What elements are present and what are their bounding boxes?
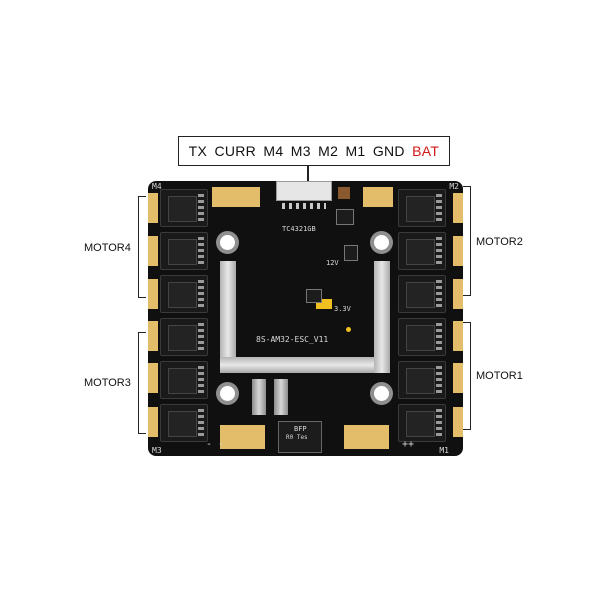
silk-bfp: BFP [294, 425, 307, 433]
jst-connector [276, 181, 332, 201]
pad-m2-b [453, 236, 463, 266]
mosfet-r1 [398, 189, 446, 227]
pad-m1-b [453, 363, 463, 393]
mosfet-l3 [160, 275, 208, 313]
connector-pins [282, 203, 326, 209]
capacitor-1 [252, 379, 266, 415]
bracket-motor4 [138, 196, 146, 298]
bus-bar-bottom [220, 357, 390, 373]
bracket-motor1 [463, 322, 471, 430]
mosfet-l4 [160, 318, 208, 356]
pin-m4-label: M4 [263, 143, 284, 159]
silk-plus: ++ [402, 439, 415, 450]
bracket-motor3 [138, 332, 146, 434]
inductor-yellow [316, 299, 332, 309]
pin-gnd-label: GND [372, 143, 405, 159]
motor4-label: MOTOR4 [84, 242, 131, 254]
pin-tx-label: TX [188, 143, 208, 159]
pad-bottom-left [220, 425, 265, 449]
pad-bottom-right [344, 425, 389, 449]
mosfet-l6 [160, 404, 208, 442]
mounting-hole-bl [220, 386, 235, 401]
capacitor-brown [338, 187, 350, 199]
pin-label-stem [307, 166, 309, 182]
mosfet-r3 [398, 275, 446, 313]
mosfet-l5 [160, 361, 208, 399]
pin-curr-label: CURR [214, 143, 257, 159]
silk-board-name: 8S-AM32-ESC_V11 [256, 335, 329, 344]
pad-m3-b [148, 363, 158, 393]
bracket-motor2 [463, 186, 471, 296]
capacitor-2 [274, 379, 288, 415]
mounting-hole-tl [220, 235, 235, 250]
silk-minus: - - [206, 439, 225, 450]
status-led [346, 327, 351, 332]
silk-m1: M1 [439, 446, 449, 455]
mounting-hole-br [374, 386, 389, 401]
pad-m1-a [453, 321, 463, 351]
mosfet-r2 [398, 232, 446, 270]
mosfet-r5 [398, 361, 446, 399]
pin-label-box: TX CURR M4 M3 M2 M1 GND BAT [178, 136, 450, 166]
pin-bat-label: BAT [412, 143, 440, 159]
silk-3v3: 3.3V [334, 305, 351, 313]
silk-cap-label: TC4321GB [282, 225, 316, 233]
silk-m4: M4 [152, 182, 162, 191]
pad-top-right [363, 187, 393, 207]
pad-m3-c [148, 407, 158, 437]
pad-m4-c [148, 279, 158, 309]
pad-m3-a [148, 321, 158, 351]
chip-small-top [336, 209, 354, 225]
motor1-label: MOTOR1 [476, 370, 523, 382]
motor3-label: MOTOR3 [84, 377, 131, 389]
mounting-hole-tr [374, 235, 389, 250]
bus-bar-left [220, 261, 236, 373]
silk-ro: R0 Tes [286, 434, 308, 441]
pin-m1-label: M1 [345, 143, 366, 159]
pad-m1-c [453, 407, 463, 437]
silk-12v: 12V [326, 259, 339, 267]
mosfet-l2 [160, 232, 208, 270]
pin-m2-label: M2 [318, 143, 339, 159]
regulator-chip [344, 245, 358, 261]
silk-m2: M2 [449, 182, 459, 191]
pad-m2-c [453, 279, 463, 309]
diode-package [278, 421, 322, 453]
mosfet-l1 [160, 189, 208, 227]
pad-m4-b [148, 236, 158, 266]
pad-m2-a [453, 193, 463, 223]
pad-m4-a [148, 193, 158, 223]
silk-m3: M3 [152, 446, 162, 455]
bus-bar-right [374, 261, 390, 373]
motor2-label: MOTOR2 [476, 236, 523, 248]
pad-top-left [212, 187, 260, 207]
pin-m3-label: M3 [290, 143, 311, 159]
mosfet-r6 [398, 404, 446, 442]
mosfet-r4 [398, 318, 446, 356]
esc-board: M4 M2 M3 M1 TC4321GB 12V [148, 181, 463, 456]
ldo-chip [306, 289, 322, 303]
